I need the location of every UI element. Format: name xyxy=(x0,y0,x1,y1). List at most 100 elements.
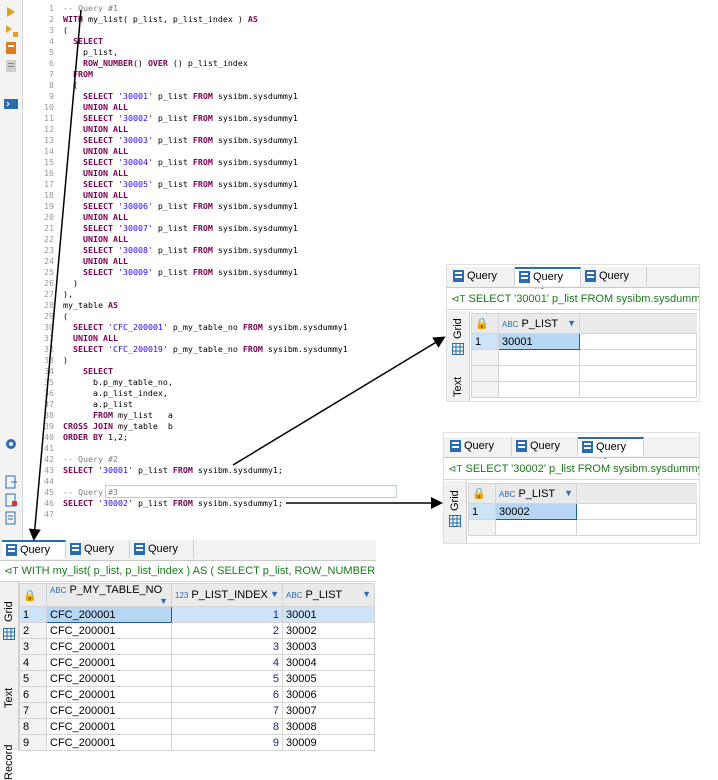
grid-icon[interactable] xyxy=(452,343,464,355)
cell-p-list-index[interactable]: 4 xyxy=(171,654,283,671)
code-line[interactable]: ), xyxy=(63,289,73,299)
code-line[interactable]: ) xyxy=(63,355,68,365)
cell-p-list[interactable]: 30004 xyxy=(282,654,375,671)
cell-p-list[interactable]: 30002 xyxy=(495,503,577,520)
sort-arrow-icon[interactable]: ▼ xyxy=(362,589,371,599)
grid-icon[interactable] xyxy=(3,628,15,640)
cell-p-list[interactable]: 30002 xyxy=(282,622,375,639)
tab-query-2[interactable]: Query #2 xyxy=(515,267,581,299)
code-line[interactable]: CROSS JOIN my_table b xyxy=(63,421,173,431)
cell-p-list[interactable]: 30001 xyxy=(282,606,375,623)
code-line[interactable]: SELECT '30002' p_list FROM sysibm.sysdum… xyxy=(82,113,298,123)
tab-query-1[interactable]: Query #1 xyxy=(2,540,66,572)
tab-query-3[interactable]: Query #3 xyxy=(130,540,194,574)
sort-arrow-icon[interactable]: ▼ xyxy=(270,589,279,599)
tab-query-3[interactable]: Query #3 xyxy=(578,437,644,469)
cell-p-list[interactable]: 30005 xyxy=(282,670,375,687)
code-line[interactable]: -- Query #1 xyxy=(63,3,118,13)
code-line[interactable]: SELECT '30003' p_list FROM sysibm.sysdum… xyxy=(82,135,298,145)
code-line[interactable]: ORDER BY 1,2; xyxy=(63,432,128,442)
side-tab-grid[interactable]: Grid xyxy=(3,601,15,622)
code-line[interactable]: p_list, xyxy=(63,47,118,57)
cell-p-my-table-no[interactable]: CFC_200001 xyxy=(46,622,172,639)
code-line[interactable]: WITH my_list( p_list, p_list_index ) AS xyxy=(63,14,258,24)
code-line[interactable]: UNION ALL xyxy=(82,212,128,222)
code-line[interactable]: SELECT 'CFC_200001' p_my_table_no FROM s… xyxy=(73,322,348,332)
cell-p-list[interactable]: 30003 xyxy=(282,638,375,655)
code-line[interactable]: SELECT '30004' p_list FROM sysibm.sysdum… xyxy=(82,157,298,167)
code-line[interactable]: FROM my_list a xyxy=(92,410,173,420)
cell-p-list[interactable]: 30007 xyxy=(282,702,375,719)
format-icon[interactable] xyxy=(3,510,19,526)
cell-p-my-table-no[interactable]: CFC_200001 xyxy=(46,686,172,703)
code-line[interactable]: SELECT '30006' p_list FROM sysibm.sysdum… xyxy=(82,201,298,211)
cell-p-list[interactable]: 30008 xyxy=(282,718,375,735)
cell-p-my-table-no[interactable]: CFC_200001 xyxy=(46,654,172,671)
tab-query-1[interactable]: Query #1 xyxy=(446,437,512,471)
tab-query-1[interactable]: Query #1 xyxy=(449,267,515,301)
side-tab-grid[interactable]: Grid xyxy=(449,490,461,511)
settings-gear-icon[interactable] xyxy=(3,436,19,452)
cell-p-list-index[interactable]: 1 xyxy=(171,606,283,623)
code-line[interactable]: -- Query #2 xyxy=(63,454,118,464)
code-line[interactable]: FROM xyxy=(73,69,93,79)
code-line[interactable]: SELECT 'CFC_200019' p_my_table_no FROM s… xyxy=(73,344,348,354)
import-icon[interactable] xyxy=(3,492,19,508)
sort-arrow-icon[interactable]: ▼ xyxy=(567,317,576,328)
code-line[interactable]: b.p_my_table_no, xyxy=(63,377,173,387)
cell-p-list-index[interactable]: 2 xyxy=(171,622,283,639)
code-line[interactable]: SELECT '30007' p_list FROM sysibm.sysdum… xyxy=(82,223,298,233)
tab-query-3[interactable]: Query #3 xyxy=(581,267,647,301)
code-line[interactable]: SELECT xyxy=(82,366,113,376)
code-line[interactable]: SELECT '30002' p_list FROM sysibm.sysdum… xyxy=(63,498,283,508)
code-line[interactable]: ( xyxy=(63,25,68,35)
code-line[interactable]: UNION ALL xyxy=(82,168,128,178)
code-line[interactable]: a.p_list_index, xyxy=(63,388,168,398)
cell-p-list-index[interactable]: 5 xyxy=(171,670,283,687)
code-line[interactable]: SELECT xyxy=(73,36,103,46)
side-tab-text[interactable]: Text xyxy=(3,687,15,708)
terminal-icon[interactable] xyxy=(3,96,19,112)
code-line[interactable]: UNION ALL xyxy=(82,234,128,244)
code-line[interactable]: UNION ALL xyxy=(73,333,118,343)
tab-query-2[interactable]: Query #2 xyxy=(66,540,130,574)
execute-explain-icon[interactable] xyxy=(3,40,19,56)
run-statement-icon[interactable] xyxy=(3,4,19,20)
cell-p-my-table-no[interactable]: CFC_200001 xyxy=(46,734,172,751)
code-line[interactable]: SELECT '30009' p_list FROM sysibm.sysdum… xyxy=(82,267,298,277)
code-line[interactable]: UNION ALL xyxy=(82,190,128,200)
cell-p-my-table-no[interactable]: CFC_200001 xyxy=(46,718,172,735)
sort-arrow-icon[interactable]: ▼ xyxy=(159,596,168,606)
code-line[interactable]: ) xyxy=(63,278,78,288)
code-line[interactable]: UNION ALL xyxy=(82,256,128,266)
side-tab-text[interactable]: Text xyxy=(452,376,464,397)
cell-p-list-index[interactable]: 6 xyxy=(171,686,283,703)
cell-p-my-table-no[interactable]: CFC_200001 xyxy=(46,606,172,623)
code-line[interactable]: SELECT '30008' p_list FROM sysibm.sysdum… xyxy=(82,245,298,255)
sort-arrow-icon[interactable]: ▼ xyxy=(564,487,573,498)
code-line[interactable]: my_table AS xyxy=(63,300,118,310)
cell-p-list-index[interactable]: 7 xyxy=(171,702,283,719)
tab-query-2[interactable]: Query #2 xyxy=(512,437,578,471)
cell-p-list[interactable]: 30006 xyxy=(282,686,375,703)
grid-icon[interactable] xyxy=(449,515,461,527)
